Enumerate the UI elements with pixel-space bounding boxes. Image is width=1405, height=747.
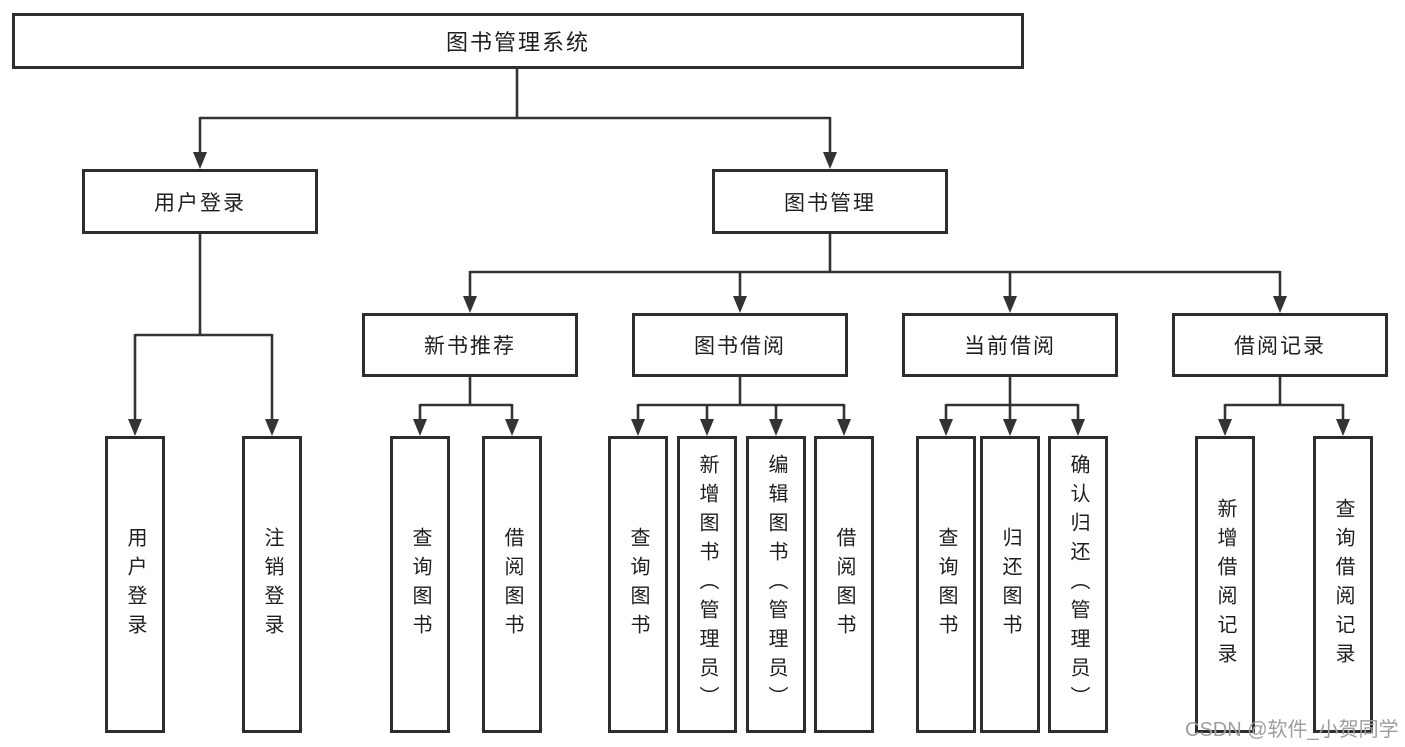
leaf-query-books-current: 查询图书: [916, 436, 976, 733]
node-label: 新增借阅记录: [1214, 497, 1236, 672]
node-book-borrow: 图书借阅: [632, 313, 848, 377]
node-label: 借阅记录: [1234, 335, 1326, 358]
node-label: 查询图书: [935, 526, 957, 643]
node-label: 查询借阅记录: [1332, 497, 1354, 672]
node-label: 图书管理: [784, 191, 876, 215]
leaf-borrow-books-recommend: 借阅图书: [482, 436, 542, 733]
node-label: 借阅图书: [501, 526, 523, 643]
node-user-login: 用户登录: [82, 169, 318, 234]
node-label: 用户登录: [124, 526, 146, 643]
leaf-add-book-admin: 新增图书（管理员）: [677, 436, 737, 733]
leaf-query-books-recommend: 查询图书: [390, 436, 450, 733]
node-label: 查询图书: [409, 526, 431, 643]
node-borrow-records: 借阅记录: [1172, 313, 1388, 377]
node-label: 查询图书: [627, 526, 649, 643]
node-current-borrow: 当前借阅: [902, 313, 1118, 377]
leaf-logout: 注销登录: [242, 436, 302, 733]
leaf-edit-book-admin: 编辑图书（管理员）: [746, 436, 806, 733]
node-label: 图书借阅: [694, 335, 786, 358]
node-label: 新书推荐: [424, 335, 516, 358]
node-library-management-system: 图书管理系统: [12, 13, 1024, 69]
leaf-confirm-return-admin: 确认归还（管理员）: [1048, 436, 1108, 733]
node-label: 确认归还（管理员）: [1067, 454, 1089, 715]
node-label: 归还图书: [999, 526, 1021, 643]
node-label: 注销登录: [261, 526, 283, 643]
node-label: 当前借阅: [964, 335, 1056, 358]
leaf-user-login: 用户登录: [105, 436, 165, 733]
node-label: 借阅图书: [833, 526, 855, 643]
node-label: 编辑图书（管理员）: [765, 454, 787, 715]
node-label: 图书管理系统: [445, 30, 590, 55]
leaf-query-books-borrow: 查询图书: [608, 436, 668, 733]
leaf-borrow-books: 借阅图书: [814, 436, 874, 733]
leaf-return-book: 归还图书: [980, 436, 1040, 733]
leaf-query-borrow-record: 查询借阅记录: [1313, 436, 1373, 733]
leaf-add-borrow-record: 新增借阅记录: [1195, 436, 1255, 733]
node-new-book-recommend: 新书推荐: [362, 313, 578, 377]
node-book-management: 图书管理: [712, 169, 948, 234]
node-label: 用户登录: [154, 191, 246, 215]
node-label: 新增图书（管理员）: [696, 454, 718, 715]
